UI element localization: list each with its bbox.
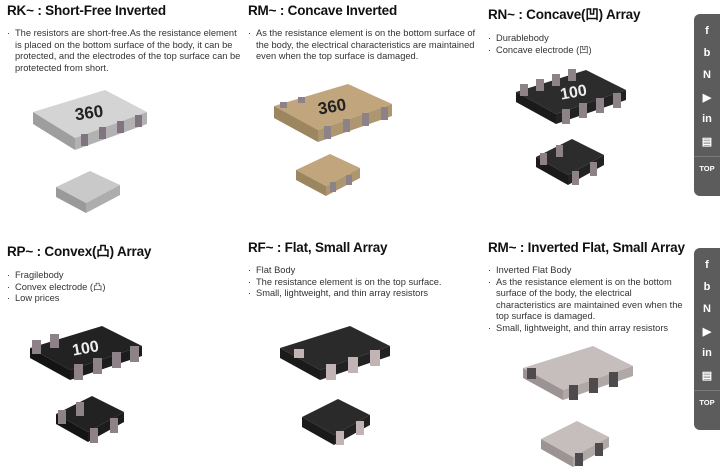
- bullet: Small, lightweight, and thin array resis…: [488, 323, 693, 335]
- rm-concave-chip-large-image: 360: [266, 76, 401, 146]
- rm-concave-chip-small-image: [290, 148, 365, 200]
- newsletter-icon[interactable]: ▤: [701, 369, 713, 382]
- youtube-icon[interactable]: ▶: [702, 325, 712, 338]
- chip-marking: 360: [316, 95, 347, 119]
- bullet: Convex electrode (凸): [7, 282, 242, 294]
- scroll-top-button[interactable]: TOP: [694, 156, 720, 180]
- product-title: RK~ : Short-Free Inverted: [7, 3, 166, 18]
- product-rm-concave: RM~ : Concave Inverted As the resistance…: [248, 3, 483, 63]
- product-bullets: Flat Body The resistance element is on t…: [248, 265, 483, 300]
- share-bar-bottom: f b N ▶ in ▤ TOP: [694, 248, 720, 430]
- rn-chip-small-image: [530, 133, 610, 191]
- bullet: Inverted Flat Body: [488, 265, 693, 277]
- bullet: The resistors are short-free.As the resi…: [7, 28, 242, 74]
- product-bullets: As the resistance element is on the bott…: [248, 28, 483, 63]
- product-rf: RF~ : Flat, Small Array Flat Body The re…: [248, 240, 483, 300]
- product-bullets: Fragilebody Convex electrode (凸) Low pri…: [7, 270, 242, 305]
- product-title: RM~ : Concave Inverted: [248, 3, 398, 18]
- bullet: Fragilebody: [7, 270, 242, 282]
- product-title: RM~ : Inverted Flat, Small Array: [488, 240, 685, 255]
- product-bullets: Durablebody Concave electrode (凹): [488, 33, 720, 56]
- product-title: RP~ : Convex(凸) Array: [7, 244, 152, 259]
- product-rn: RN~ : Concave(凹) Array Durablebody Conca…: [488, 3, 720, 56]
- share-bar-top: f b N ▶ in ▤ TOP: [694, 14, 720, 196]
- linkedin-icon[interactable]: in: [702, 347, 712, 359]
- product-bullets: The resistors are short-free.As the resi…: [7, 28, 242, 74]
- product-rp: RP~ : Convex(凸) Array Fragilebody Convex…: [7, 240, 242, 305]
- rn-chip-large-image: 100: [508, 62, 633, 132]
- rm-flat-chip-small-image: [535, 415, 615, 471]
- rp-chip-small-image: [50, 390, 130, 448]
- blog-icon[interactable]: b: [703, 281, 711, 293]
- bullet: Concave electrode (凹): [488, 45, 720, 57]
- naver-icon[interactable]: N: [703, 303, 711, 315]
- facebook-icon[interactable]: f: [705, 25, 709, 37]
- product-title: RF~ : Flat, Small Array: [248, 240, 388, 255]
- bullet: As the resistance element is on the bott…: [488, 277, 693, 323]
- bullet: Durablebody: [488, 33, 720, 45]
- product-bullets: Inverted Flat Body As the resistance ele…: [488, 265, 693, 335]
- bullet: The resistance element is on the top sur…: [248, 277, 483, 289]
- rk-chip-small-image: [50, 165, 125, 217]
- facebook-icon[interactable]: f: [705, 259, 709, 271]
- bullet: Low prices: [7, 293, 242, 305]
- blog-icon[interactable]: b: [703, 47, 711, 59]
- chip-marking: 100: [559, 82, 588, 103]
- rf-chip-small-image: [296, 393, 376, 451]
- product-rk: RK~ : Short-Free Inverted The resistors …: [7, 3, 242, 74]
- rp-chip-large-image: 100: [22, 318, 150, 388]
- chip-marking: 100: [71, 338, 100, 359]
- linkedin-icon[interactable]: in: [702, 113, 712, 125]
- product-title: RN~ : Concave(凹) Array: [488, 7, 641, 22]
- bullet: Small, lightweight, and thin array resis…: [248, 288, 483, 300]
- chip-marking: 360: [74, 102, 105, 125]
- youtube-icon[interactable]: ▶: [702, 91, 712, 104]
- product-rm-flat: RM~ : Inverted Flat, Small Array Inverte…: [488, 240, 693, 335]
- bullet: As the resistance element is on the bott…: [248, 28, 483, 63]
- rm-flat-chip-large-image: [515, 338, 640, 408]
- bullet: Flat Body: [248, 265, 483, 277]
- naver-icon[interactable]: N: [703, 69, 711, 81]
- scroll-top-button[interactable]: TOP: [694, 390, 720, 414]
- rk-chip-large-image: 360: [25, 82, 155, 154]
- rf-chip-large-image: [272, 318, 397, 388]
- newsletter-icon[interactable]: ▤: [701, 135, 713, 148]
